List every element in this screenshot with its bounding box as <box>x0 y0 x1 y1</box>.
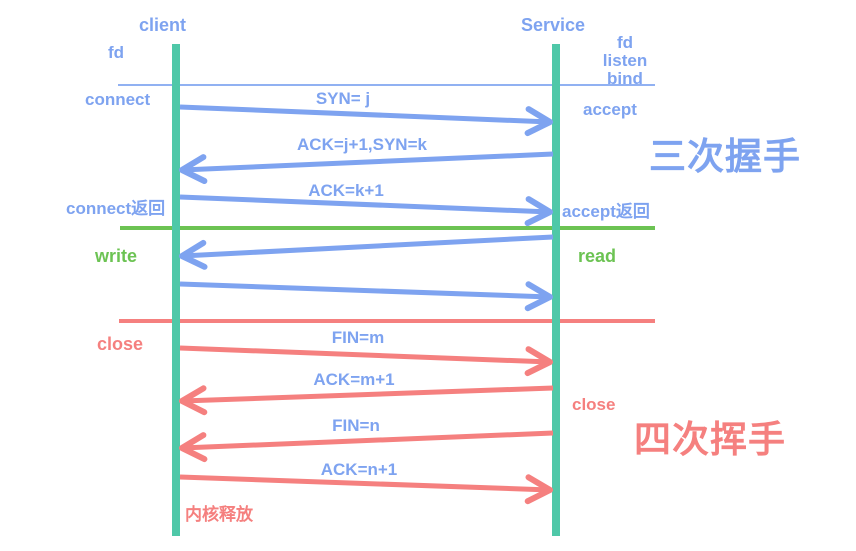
client-write-label: write <box>95 246 138 266</box>
three-way-handshake-title: 三次握手 <box>649 136 801 177</box>
arrow-ack-m1 <box>179 385 554 416</box>
arrow-write <box>179 234 554 270</box>
service-fd-listen-bind-stack: fd listen bind <box>595 34 655 88</box>
service-close-label: close <box>572 395 616 414</box>
service-listen-label: listen <box>602 50 648 70</box>
arrow-fin-n <box>179 430 554 463</box>
service-title: Service <box>521 15 586 35</box>
connection-established-divider <box>120 226 655 230</box>
arrow-ack-n1 <box>179 474 553 505</box>
client-fd-label: fd <box>108 43 125 62</box>
service-bind-label: bind <box>607 68 643 88</box>
msg-ack-m1-label: ACK=m+1 <box>313 370 395 389</box>
client-lifeline <box>172 44 180 536</box>
arrow-syn <box>179 104 553 137</box>
msg-fin-n-label: FIN=n <box>332 416 380 435</box>
msg-fin-m-label: FIN=m <box>331 328 385 347</box>
msg-synack-label: ACK=j+1,SYN=k <box>297 135 427 154</box>
service-fd-label: fd <box>616 33 634 52</box>
client-title: client <box>139 15 187 35</box>
arrow-data <box>179 281 553 312</box>
client-connect-label: connect <box>85 90 151 109</box>
close-phase-divider <box>119 319 655 323</box>
msg-ack-n1-label: ACK=n+1 <box>320 460 398 479</box>
msg-syn-label: SYN= j <box>315 89 371 108</box>
client-close-label: close <box>97 334 144 354</box>
arrow-synack <box>179 151 554 184</box>
client-connect-return-label: connect返回 <box>66 199 166 218</box>
msg-ack-label: ACK=k+1 <box>308 181 384 200</box>
four-way-wave-title: 四次挥手 <box>634 419 786 460</box>
service-lifeline <box>552 44 560 536</box>
service-read-label: read <box>578 246 617 266</box>
fd-baseline-divider <box>118 84 655 86</box>
kernel-release-label: 内核释放 <box>185 505 253 524</box>
arrow-fin-m <box>179 345 553 377</box>
service-accept-return-label: accept返回 <box>562 202 650 221</box>
service-accept-label: accept <box>583 100 637 119</box>
arrow-ack <box>179 194 553 227</box>
